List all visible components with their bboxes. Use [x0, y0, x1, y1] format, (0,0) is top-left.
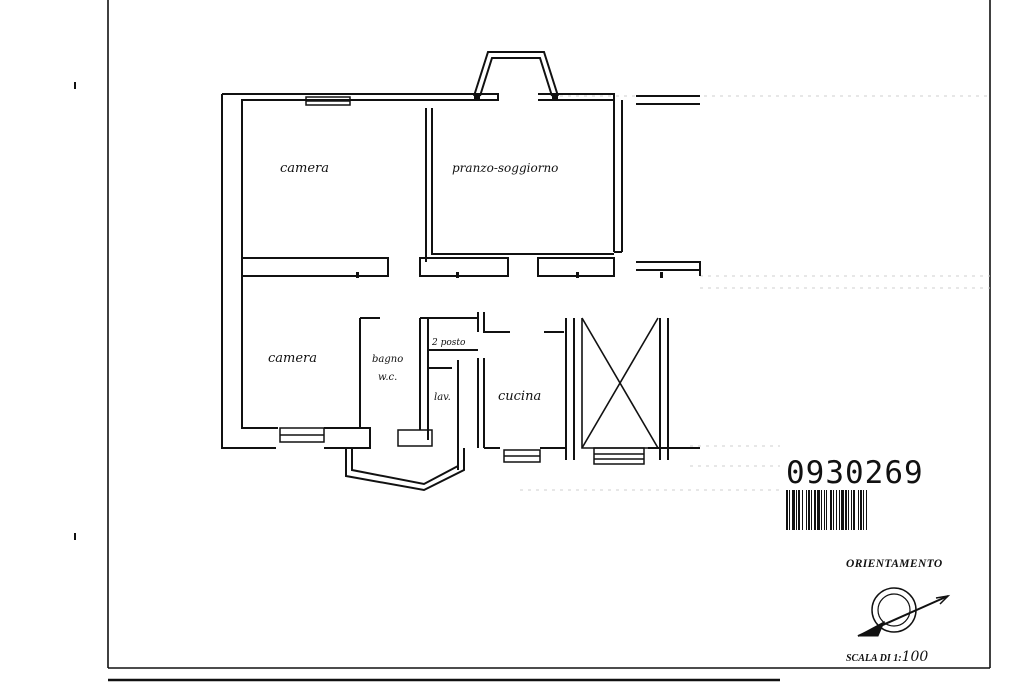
label-pranzo-soggiorno: pranzo-soggiorno [452, 161, 558, 175]
label-camera-bottom: camera [268, 351, 317, 366]
exterior-walls [221, 93, 700, 449]
label-lav: lav. [434, 392, 451, 403]
stairwell [581, 317, 659, 449]
label-bagno: bagno [372, 354, 403, 365]
document-code: 0930269 [786, 455, 924, 491]
faint-guides [520, 95, 990, 491]
window-top-left [305, 96, 351, 106]
margin-marks [74, 82, 76, 540]
scale-label: SCALA DI 1:100 [846, 649, 928, 665]
orientation-label: ORIENTAMENTO [846, 558, 943, 570]
barcode-icon [786, 490, 867, 530]
compass-icon [857, 587, 951, 637]
scale-prefix: SCALA DI 1: [846, 653, 902, 664]
label-ripostiglio: 2 posto [431, 338, 466, 348]
door-ticks [356, 94, 663, 278]
interior-walls [242, 108, 701, 470]
label-wc: w.c. [378, 372, 397, 383]
label-camera-top: camera [280, 161, 329, 176]
bay-window-top [473, 51, 559, 97]
room-labels: camera pranzo-soggiorno camera bagno w.c… [268, 161, 558, 404]
label-cucina: cucina [498, 389, 541, 404]
fixtures [279, 427, 645, 465]
sheet-border [107, 0, 991, 682]
scale-value: 100 [901, 649, 929, 665]
bay-window-bottom [345, 448, 465, 492]
